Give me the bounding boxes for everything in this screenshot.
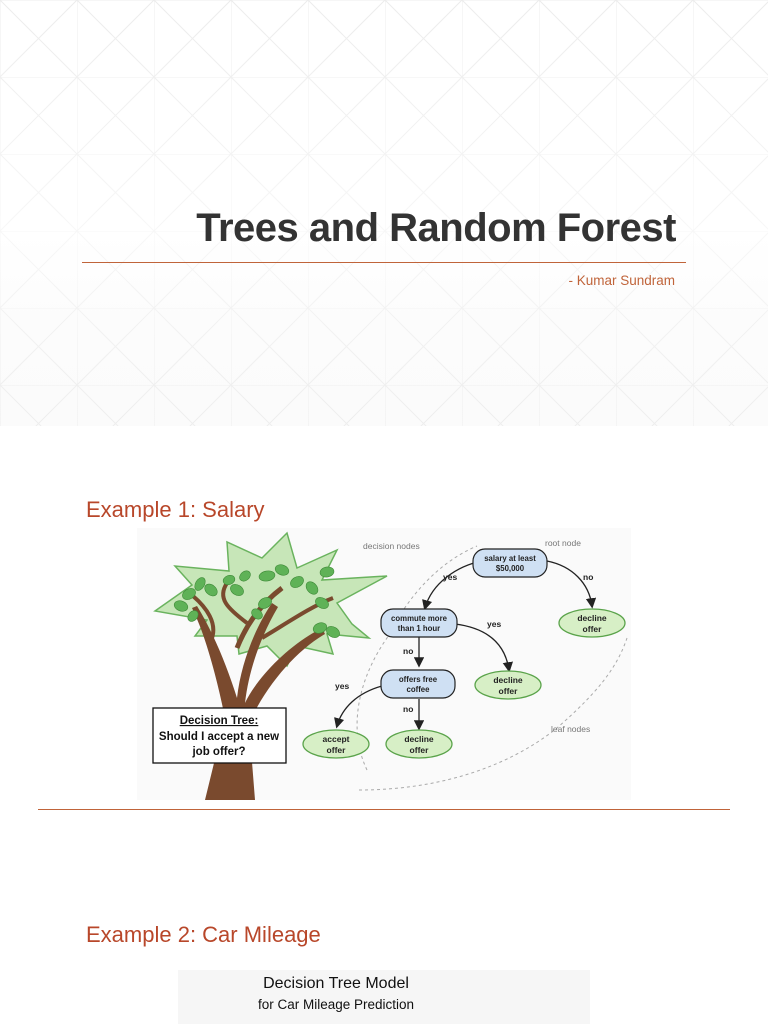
edge-label-yes-3: yes xyxy=(335,681,349,691)
edge-label-no-3: no xyxy=(403,704,413,714)
question-box-line2: job offer? xyxy=(191,746,245,758)
root-node-line1: salary at least xyxy=(484,554,536,563)
title-slide: Trees and Random Forest - Kumar Sundram xyxy=(0,0,768,426)
model-subtitle: for Car Mileage Prediction xyxy=(257,997,415,1012)
title-divider xyxy=(82,262,686,263)
coffee-node-line2: coffee xyxy=(407,685,431,694)
model-figure-background xyxy=(178,970,590,1024)
background-grid xyxy=(0,0,768,426)
leaf-decline-coffee-line2: offer xyxy=(410,745,430,755)
leaf-decline-coffee: decline offer xyxy=(385,729,453,759)
leaf-decline-coffee-line1: decline xyxy=(404,734,434,744)
model-title: Decision Tree Model xyxy=(263,975,409,992)
label-root-node: root node xyxy=(545,538,581,548)
decision-nodes-outline xyxy=(356,545,478,771)
decision-tree-diagram: Decision Tree: Should I accept a new job… xyxy=(137,528,631,800)
coffee-node-line1: offers free xyxy=(399,675,438,684)
leaf-decline-root: decline offer xyxy=(558,608,626,638)
edge-label-yes-2: yes xyxy=(487,619,501,629)
commute-node-line2: than 1 hour xyxy=(398,624,440,633)
commute-node-line1: commute more xyxy=(391,614,448,623)
edge-label-yes-1: yes xyxy=(443,572,457,582)
label-leaf-nodes: leaf nodes xyxy=(551,724,590,734)
leaf-accept-coffee-line1: accept xyxy=(323,734,350,744)
edge-label-no-2: no xyxy=(403,646,413,656)
leaf-decline-root-line2: offer xyxy=(583,624,603,634)
question-box-line1: Should I accept a new xyxy=(159,731,279,743)
coffee-node: offers free coffee xyxy=(380,669,456,699)
root-node-line2: $50,000 xyxy=(496,564,525,573)
section-divider xyxy=(38,809,730,810)
question-box-title: Decision Tree: xyxy=(180,715,259,727)
leaf-decline-commute-line2: offer xyxy=(499,686,519,696)
label-decision-nodes: decision nodes xyxy=(363,541,420,551)
leaf-decline-commute: decline offer xyxy=(474,670,542,700)
slide-title: Trees and Random Forest xyxy=(196,206,676,250)
example-2-heading: Example 2: Car Mileage xyxy=(86,922,321,947)
leaf-accept-coffee: accept offer xyxy=(302,729,370,759)
commute-node: commute more than 1 hour xyxy=(380,608,458,638)
root-node: salary at least $50,000 xyxy=(472,548,548,578)
leaf-decline-root-line1: decline xyxy=(577,613,607,623)
leaf-accept-coffee-line2: offer xyxy=(327,745,347,755)
leaf-decline-commute-line1: decline xyxy=(493,675,523,685)
leaf-nodes-outline xyxy=(358,637,628,791)
example-1-heading: Example 1: Salary xyxy=(86,497,265,522)
author-name: - Kumar Sundram xyxy=(568,273,675,288)
edge-label-no-1: no xyxy=(583,572,593,582)
decision-tree-svg: Decision Tree: Should I accept a new job… xyxy=(152,531,628,800)
question-box: Decision Tree: Should I accept a new job… xyxy=(152,707,287,764)
